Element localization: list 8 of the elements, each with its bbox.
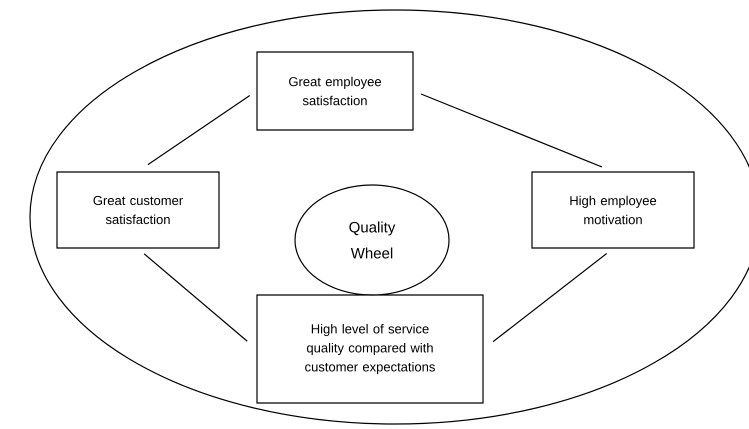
process-box: Great customer satisfaction (56, 171, 220, 249)
connector-line (420, 93, 602, 168)
connector-line (148, 95, 250, 166)
process-box: High employee motivation (531, 171, 695, 249)
connector-line (492, 253, 608, 342)
process-box: Great employee satisfaction (256, 51, 414, 131)
connector-line (144, 253, 248, 342)
process-box: High level of service quality compared with customer expectations (256, 294, 484, 404)
